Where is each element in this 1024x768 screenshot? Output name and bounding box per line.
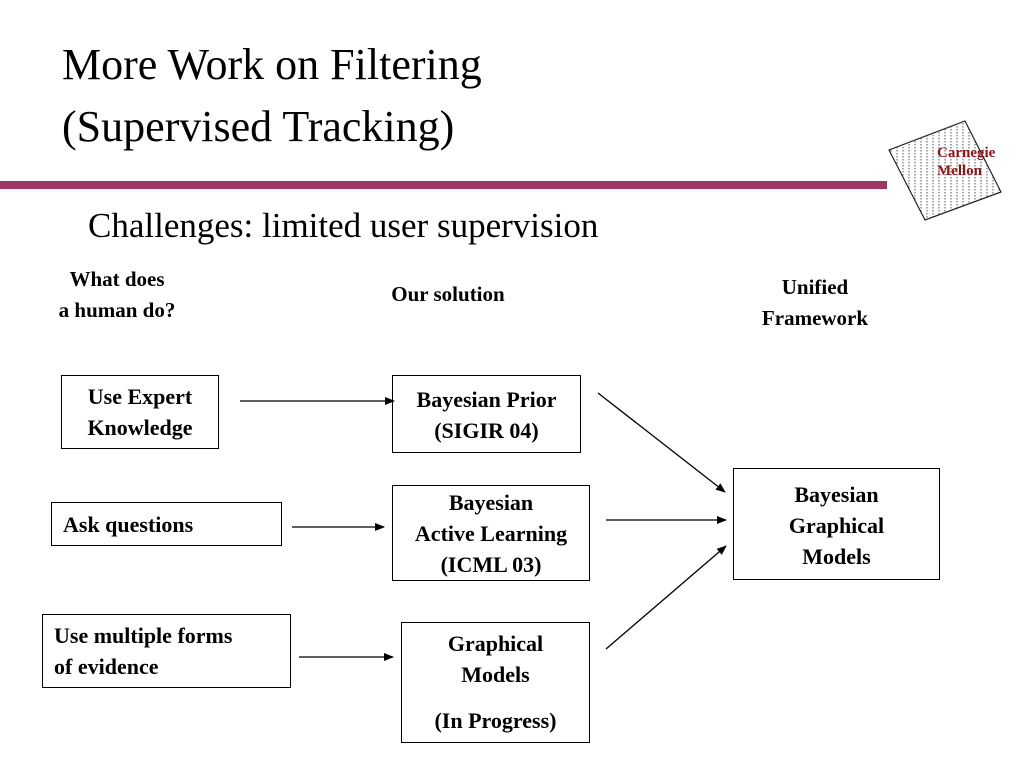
solution-line: Graphical — [447, 631, 544, 656]
solution-box-active-learning: Bayesian Active Learning (ICML 03) — [392, 485, 590, 581]
title-divider — [0, 181, 887, 189]
header-solution: Our solution — [360, 279, 536, 310]
solution-box-graphical-models: Graphical Models (In Progress) — [401, 622, 590, 743]
human-action-box-expert-knowledge: Use Expert Knowledge — [61, 375, 219, 449]
slide-subtitle: Challenges: limited user supervision — [88, 206, 599, 245]
header-unified-line-1: Unified — [781, 275, 849, 299]
framework-line: Bayesian — [794, 482, 879, 507]
header-unified-line-2: Framework — [761, 306, 869, 330]
header-unified: Unified Framework — [738, 272, 892, 334]
cmu-logo-text: Carnegie Mellon — [937, 144, 995, 180]
human-action-box-ask-questions: Ask questions — [51, 502, 282, 546]
arrow-graphical-to-framework — [605, 545, 727, 650]
solution-line: (ICML 03) — [440, 552, 542, 577]
human-action-box-multiple-evidence: Use multiple forms of evidence — [42, 614, 291, 688]
header-solution-line-1: Our solution — [391, 282, 505, 306]
human-action-line: of evidence — [54, 654, 159, 679]
header-human: What does a human do? — [38, 264, 196, 326]
solution-line: Bayesian — [448, 490, 534, 515]
title-line-2: (Supervised Tracking) — [62, 102, 455, 151]
logo-line-1: Carnegie — [937, 145, 996, 161]
header-human-line-1: What does — [69, 267, 165, 291]
human-action-line: Use Expert — [87, 384, 193, 409]
human-action-line: Knowledge — [87, 415, 193, 440]
framework-line: Models — [802, 544, 871, 569]
solution-line: (SIGIR 04) — [434, 418, 539, 443]
solution-line: (In Progress) — [434, 708, 557, 733]
framework-box: Bayesian Graphical Models — [733, 468, 940, 580]
logo-line-2: Mellon — [937, 163, 982, 179]
framework-line: Graphical — [788, 513, 885, 538]
slide-title: More Work on Filtering (Supervised Track… — [62, 34, 482, 158]
header-human-line-2: a human do? — [58, 298, 176, 322]
arrow-prior-to-framework — [597, 392, 726, 493]
human-action-line: Use multiple forms — [54, 623, 233, 648]
solution-line: Active Learning — [414, 521, 568, 546]
solution-line: Bayesian Prior — [416, 387, 557, 412]
solution-box-bayesian-prior: Bayesian Prior (SIGIR 04) — [392, 375, 581, 453]
solution-line: Models — [461, 662, 530, 687]
title-line-1: More Work on Filtering — [62, 40, 482, 89]
human-action-line: Ask questions — [63, 512, 194, 537]
cmu-logo-icon — [888, 120, 1002, 221]
